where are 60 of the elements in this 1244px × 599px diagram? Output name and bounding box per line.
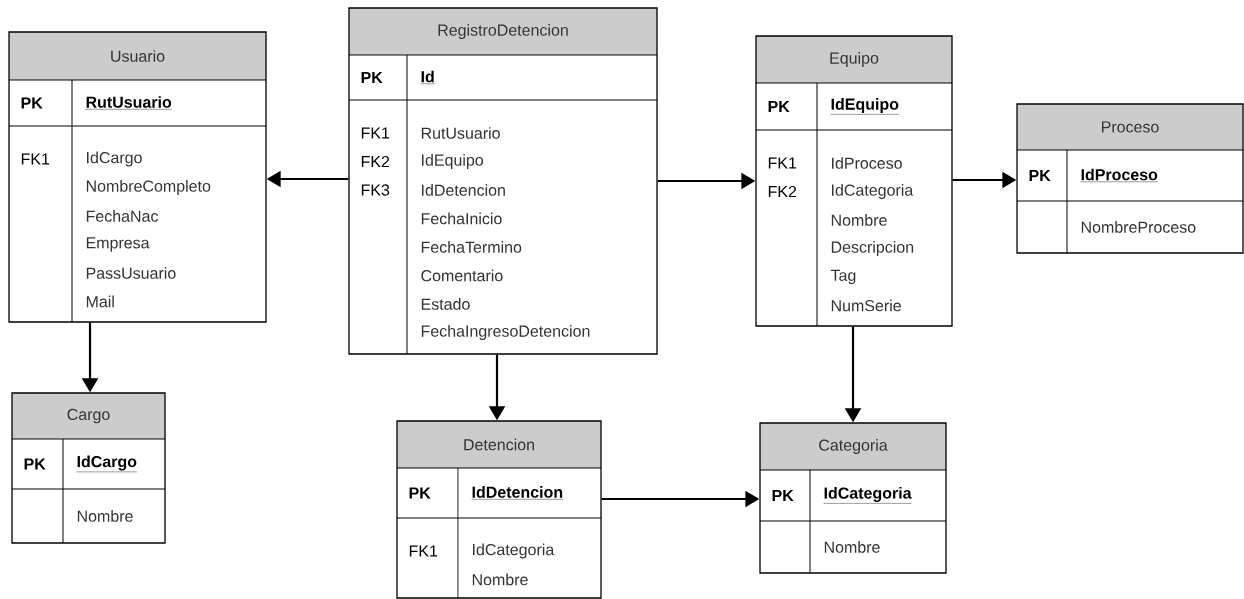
field-name: FechaIngresoDetencion — [421, 325, 590, 340]
table-title: Usuario — [111, 50, 165, 62]
primary-key-field: IdCargo — [76, 455, 138, 473]
field-name: NumSerie — [831, 299, 901, 312]
table-title: Categoria — [819, 439, 888, 454]
field-name: IdDetencion — [422, 184, 505, 196]
field-name: IdCategoria — [832, 184, 914, 199]
table-title: RegistroDetencion — [438, 24, 568, 39]
field-name: FechaNac — [86, 210, 159, 222]
field-name: Nombre — [472, 573, 528, 586]
key-label: FK2 — [361, 155, 390, 168]
field-name: Empresa — [86, 237, 150, 252]
field-name: PassUsuario — [86, 267, 176, 279]
key-label: PK — [1029, 170, 1051, 181]
key-label: PK — [409, 487, 431, 499]
primary-key-field: Id — [420, 70, 435, 84]
key-label: PK — [24, 458, 46, 470]
key-label: PK — [768, 101, 790, 112]
key-label: PK — [21, 97, 43, 109]
field-name: Nombre — [77, 510, 133, 522]
field-name: Comentario — [421, 269, 503, 282]
field-name: Mail — [86, 295, 114, 308]
field-name: NombreProceso — [1081, 221, 1196, 233]
primary-key-field: IdDetencion — [471, 486, 564, 500]
key-label: PK — [772, 490, 794, 501]
field-name: IdEquipo — [422, 154, 483, 169]
entity-table — [759, 422, 947, 574]
primary-key-field: IdProceso — [1080, 168, 1159, 182]
key-label: FK1 — [21, 153, 50, 165]
primary-key-field: IdCategoria — [823, 487, 912, 504]
field-name: FechaInicio — [421, 212, 502, 225]
field-name: Tag — [830, 269, 856, 285]
table-title: Detencion — [464, 438, 534, 451]
entity-table — [8, 31, 267, 323]
table-title: Cargo — [67, 408, 110, 424]
table-title: Proceso — [1101, 121, 1159, 133]
key-label: FK2 — [768, 185, 797, 198]
entity-table — [755, 35, 953, 327]
key-label: FK1 — [361, 127, 390, 139]
field-name: IdCargo — [87, 151, 142, 167]
key-label: PK — [361, 72, 383, 83]
field-name: Nombre — [831, 214, 887, 226]
field-name: FechaTermino — [421, 241, 522, 253]
table-title: Equipo — [830, 52, 879, 67]
entity-table — [396, 420, 602, 599]
field-name: Nombre — [824, 541, 880, 553]
field-name: Estado — [421, 298, 470, 310]
key-label: FK1 — [768, 157, 797, 169]
primary-key-field: IdEquipo — [830, 98, 900, 115]
field-name: RutUsuario — [421, 127, 500, 139]
entity-table — [11, 392, 166, 544]
primary-key-field: RutUsuario — [85, 96, 172, 110]
key-label: FK3 — [361, 184, 390, 196]
field-name: NombreCompleto — [86, 180, 211, 195]
entity-table — [1016, 103, 1244, 254]
field-name: IdCategoria — [473, 543, 555, 559]
field-name: Descripcion — [831, 241, 914, 256]
entity-table — [348, 7, 658, 355]
key-label: FK1 — [409, 545, 438, 557]
field-name: IdProceso — [832, 157, 902, 169]
